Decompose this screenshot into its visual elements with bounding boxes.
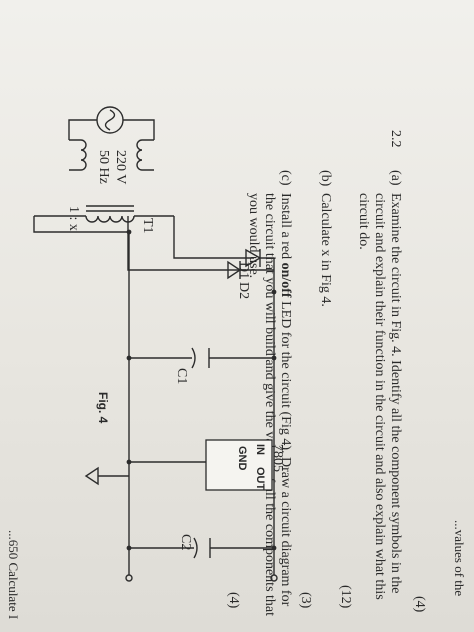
- diode-d1-label: D1: [236, 262, 251, 280]
- output-terminal-ground: [125, 574, 133, 582]
- diode-d2-symbol: [227, 260, 242, 280]
- source-leads: [68, 119, 155, 140]
- capacitor-c2-plate-2: [193, 537, 198, 559]
- diode-d2-label: D2: [236, 282, 251, 300]
- regulator-gnd-label: GND: [236, 446, 248, 471]
- regulator-label: 7805: [270, 444, 285, 472]
- regulator-in-label: IN: [254, 444, 266, 455]
- source-voltage-label: 220 V: [113, 150, 128, 185]
- source-frequency-label: 50 Hz: [96, 150, 111, 184]
- ac-sine-wave: [104, 109, 116, 131]
- output-terminal-positive: [270, 574, 278, 582]
- diode-d1-symbol: [245, 248, 262, 268]
- regulator-7805-body: [205, 439, 273, 491]
- capacitor-c1-label: C1: [174, 368, 189, 385]
- transformer-primary-top: [136, 139, 154, 171]
- transformer-primary-bottom: [69, 139, 87, 171]
- regulator-out-label: OUT: [254, 467, 266, 491]
- ground-feed-wire: [33, 216, 129, 233]
- footer-fragment: ...650 Calculate I: [6, 530, 21, 620]
- d1-output-wire: [260, 257, 275, 292]
- d1-feed-wire: [173, 216, 254, 259]
- transformer-secondary: [85, 215, 135, 223]
- ground-symbol: [84, 466, 99, 486]
- capacitor-c2-label: C2: [178, 534, 193, 551]
- turns-ratio-label: 1 : x: [66, 206, 81, 231]
- figure-caption: Fig. 4: [96, 392, 110, 424]
- capacitor-c1-plate-2: [191, 347, 196, 369]
- transformer-label: T1: [140, 218, 155, 234]
